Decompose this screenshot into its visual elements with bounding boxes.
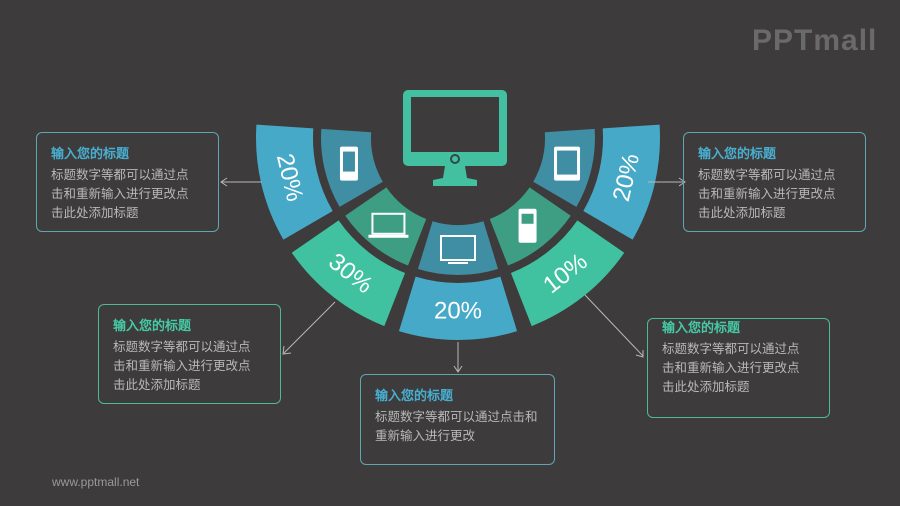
monitor-tv-icon <box>440 235 476 264</box>
card-body: 标题数字等都可以通过点 击和重新输入进行更改点 击此处添加标题 <box>113 339 251 392</box>
card-body: 标题数字等都可以通过点 击和重新输入进行更改点 击此处添加标题 <box>51 167 189 220</box>
laptop-icon <box>368 212 409 238</box>
card-title: 输入您的标题 <box>662 321 741 336</box>
ring-segment-outer <box>398 276 518 340</box>
feature-phone-icon <box>518 208 537 243</box>
card-title: 输入您的标题 <box>375 389 454 404</box>
connector-lines <box>220 177 686 373</box>
card-title: 输入您的标题 <box>698 147 777 162</box>
brand-logo: PPTmall <box>752 24 878 57</box>
ring-segment-outer <box>583 124 660 240</box>
card-title: 输入您的标题 <box>113 319 192 334</box>
info-card-right-top[interactable]: 输入您的标题 标题数字等都可以通过点 击和重新输入进行更改点 击此处添加标题 <box>683 132 866 232</box>
footer-url: www.pptmall.net <box>52 475 140 489</box>
desktop-monitor-icon <box>403 90 507 186</box>
info-card-bottom[interactable]: 输入您的标题 标题数字等都可以通过点击和 重新输入进行更改 <box>360 374 555 465</box>
card-body: 标题数字等都可以通过点击和 重新输入进行更改 <box>375 409 538 443</box>
smartphone-icon <box>339 146 358 181</box>
tablet-icon <box>554 146 581 181</box>
segment-percent-label: 20% <box>434 298 482 325</box>
ring-segment-inner <box>345 187 427 266</box>
ring-segment-inner <box>417 221 499 275</box>
card-title: 输入您的标题 <box>51 147 130 162</box>
info-card-left-top[interactable]: 输入您的标题 标题数字等都可以通过点 击和重新输入进行更改点 击此处添加标题 <box>36 132 219 232</box>
info-card-left-bottom[interactable]: 输入您的标题 标题数字等都可以通过点 击和重新输入进行更改点 击此处添加标题 <box>98 304 281 404</box>
ring-segment-outer <box>255 124 333 240</box>
ring-segment-outer <box>291 220 406 327</box>
ring-segment-outer <box>510 220 625 327</box>
card-body: 标题数字等都可以通过点 击和重新输入进行更改点 击此处添加标题 <box>662 341 800 394</box>
info-card-right-bottom[interactable]: 输入您的标题 标题数字等都可以通过点 击和重新输入进行更改点 击此处添加标题 <box>647 318 830 418</box>
card-body: 标题数字等都可以通过点 击和重新输入进行更改点 击此处添加标题 <box>698 167 836 220</box>
